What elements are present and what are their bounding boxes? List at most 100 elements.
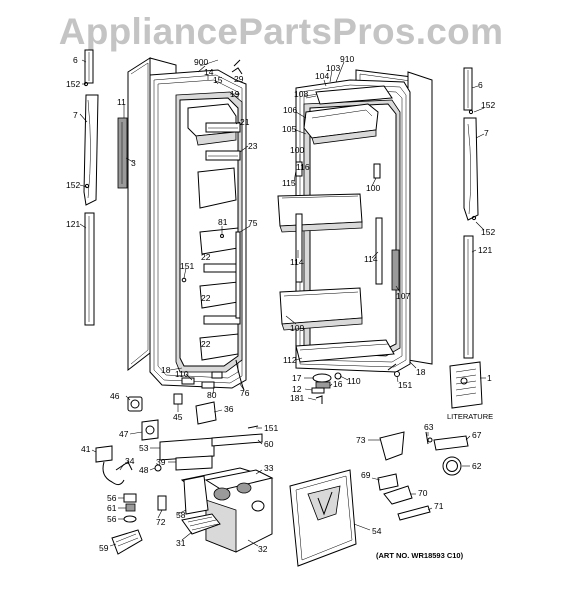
callout: 14 [204, 67, 214, 77]
freezer-door-shelf-21 [205, 122, 241, 133]
callout: 6 [73, 55, 78, 65]
callout: 47 [119, 429, 129, 439]
callout: 61 [107, 503, 117, 513]
callout: 7 [484, 128, 489, 138]
door-shelf-support-107 [391, 249, 400, 291]
dispenser-part-56b [123, 515, 137, 523]
callout: 19 [230, 89, 240, 99]
callout: 151 [398, 380, 412, 390]
dispenser-tray-31 [181, 513, 221, 535]
callout: 53 [139, 443, 149, 453]
retainer-115 [295, 161, 303, 177]
callout: 1 [487, 373, 492, 383]
literature-label: LITERATURE [447, 412, 493, 421]
chute-73 [379, 431, 405, 461]
dispenser-housing [180, 467, 274, 553]
callout: 114 [364, 254, 378, 264]
hinge-part-16 [315, 381, 331, 389]
callout: 46 [110, 391, 120, 401]
dispenser-bar-60 [211, 433, 263, 447]
callout: 39 [156, 457, 166, 467]
shelf-rail-114-right [375, 217, 383, 285]
fresh-food-door-bin-upper [277, 193, 363, 227]
callout: 152 [481, 100, 495, 110]
dispenser-part-61 [125, 503, 136, 512]
leader-lines [79, 59, 486, 547]
callout: 7 [73, 110, 78, 120]
freezer-door-liner [175, 91, 243, 373]
callout: 3 [131, 158, 136, 168]
callout: 59 [99, 543, 109, 553]
callout: 16 [333, 379, 343, 389]
callout: 112 [283, 355, 297, 365]
callout: 62 [472, 461, 482, 471]
callout: 69 [361, 470, 371, 480]
dispenser-panel-53 [159, 437, 215, 461]
callout: 110 [347, 376, 361, 386]
dispenser-parts [95, 393, 263, 555]
bracket-67 [433, 435, 469, 451]
callout: 151 [264, 423, 278, 433]
callout: 103 [326, 63, 340, 73]
callout: 107 [396, 291, 410, 301]
callout: 48 [139, 465, 149, 475]
callout: 23 [248, 141, 258, 151]
dispenser-pad-59 [111, 529, 143, 555]
right-bottom-trim-strip [463, 235, 474, 359]
callout: 100 [290, 145, 304, 155]
callout: 34 [125, 456, 135, 466]
callout: 21 [240, 117, 250, 127]
ring-62 [442, 456, 462, 476]
freezer-door-shelf-22c [199, 333, 239, 361]
freezer-door-hinge-bracket [117, 117, 128, 189]
dairy-compartment-frame-108 [315, 85, 393, 105]
callout: 104 [315, 71, 329, 81]
hinge-part-17 [312, 373, 332, 383]
art-number: (ART NO. WR18593 C10) [376, 551, 464, 560]
part-callouts: 6 152 7 152 121 11 3 900 14 15 29 19 21 … [66, 54, 495, 560]
dispenser-door-panel-54 [289, 469, 357, 567]
ice-crusher-parts [377, 431, 469, 521]
callout: 105 [282, 124, 296, 134]
callout: 900 [194, 57, 208, 67]
callout: 17 [292, 373, 302, 383]
callout: 151 [180, 261, 194, 271]
fresh-food-door-liner [277, 85, 401, 363]
left-door-handle [83, 94, 99, 206]
callout: 76 [240, 388, 250, 398]
callout: 33 [264, 463, 274, 473]
callout: 15 [213, 75, 223, 85]
dispenser-part-56a [123, 493, 137, 503]
callout: 22 [201, 252, 211, 262]
callout: 114 [290, 257, 304, 267]
door-hinge-parts [311, 363, 400, 404]
dispenser-part-58 [183, 475, 209, 515]
callout: 41 [81, 444, 91, 454]
callout: 121 [66, 219, 80, 229]
callout: 108 [294, 89, 308, 99]
callout: 73 [356, 435, 366, 445]
freezer-door-rod-75 [235, 231, 241, 319]
callout: 56 [107, 493, 117, 503]
left-handle-trim-assembly [83, 49, 99, 326]
part-71 [397, 505, 431, 521]
right-door-handle [463, 117, 479, 221]
callout: 12 [292, 384, 302, 394]
callout: 115 [282, 178, 296, 188]
hinge-part-12 [311, 387, 325, 394]
dispenser-part-36 [195, 401, 217, 425]
callout: 58 [176, 510, 186, 520]
callout: 18 [416, 367, 426, 377]
callout: 116 [296, 162, 310, 172]
freezer-door-part-80 [211, 371, 223, 379]
dispenser-knob-46 [127, 396, 143, 412]
callout: 45 [173, 412, 183, 422]
callout: 152 [481, 227, 495, 237]
callout: 18 [161, 365, 171, 375]
callout: 22 [201, 293, 211, 303]
callout: 106 [283, 105, 297, 115]
freezer-door-hardware [181, 59, 245, 391]
callout: 152 [66, 79, 80, 89]
